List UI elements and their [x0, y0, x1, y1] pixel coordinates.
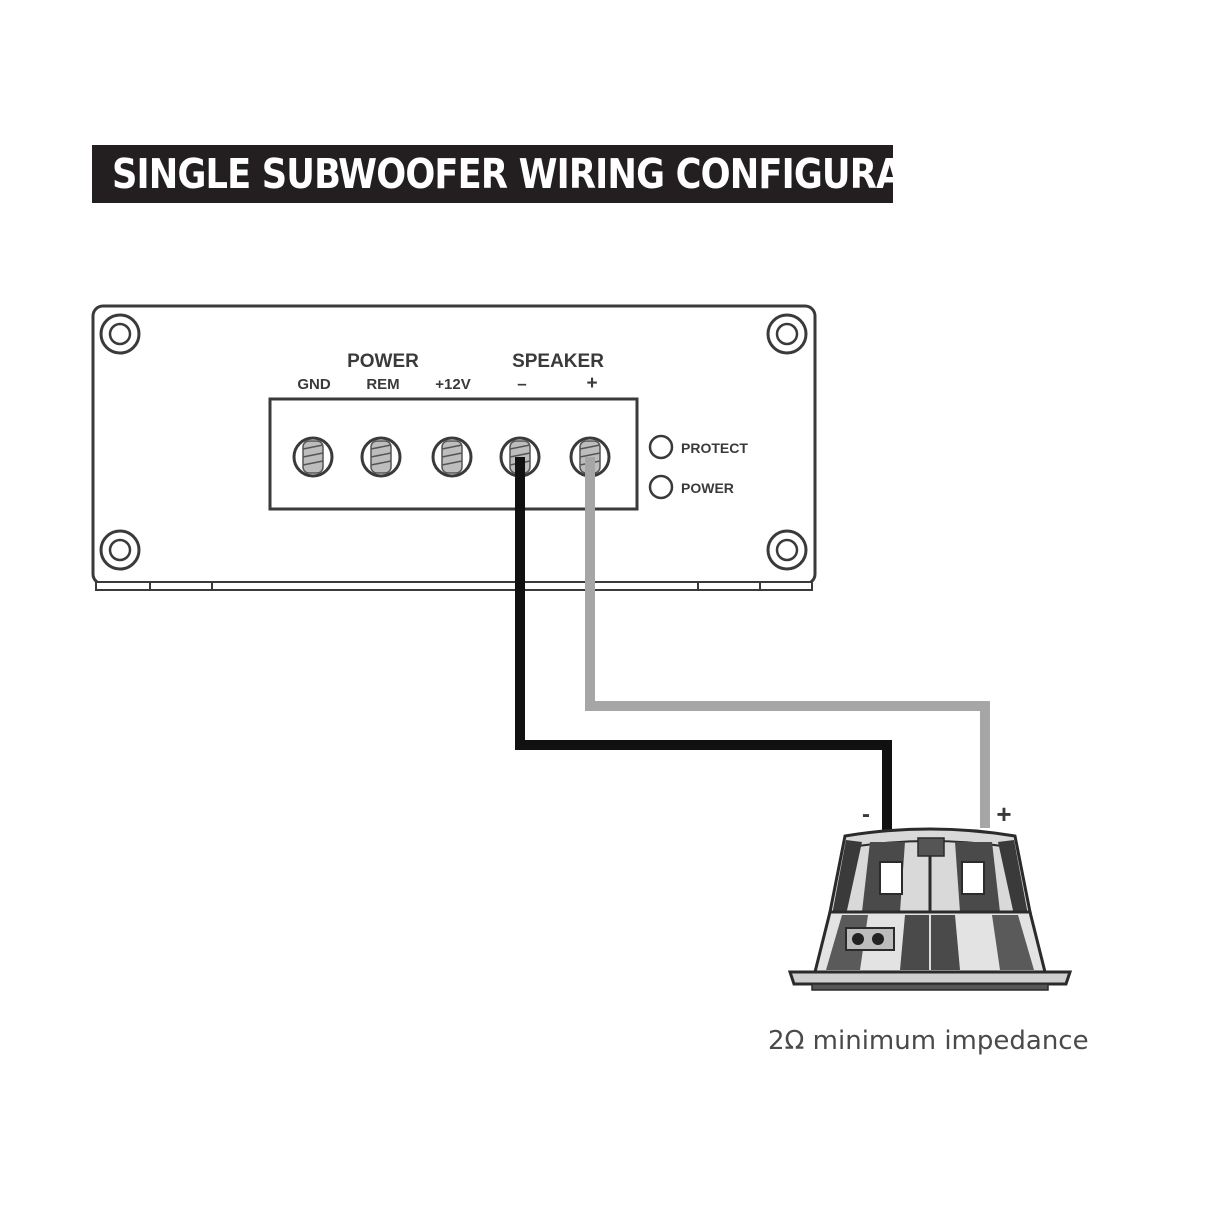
- terminal-label-rem: REM: [366, 376, 399, 393]
- terminal-label-gnd: GND: [297, 376, 331, 393]
- screw-icon: [766, 313, 808, 355]
- terminal-label-speaker-minus: –: [517, 374, 526, 393]
- diagram-title: SINGLE SUBWOOFER WIRING CONFIGURATION: [112, 150, 994, 198]
- protect-indicator-label: PROTECT: [681, 440, 748, 456]
- positive-speaker-wire: [585, 457, 990, 828]
- screw-icon: [99, 313, 141, 355]
- amplifier: POWER SPEAKER GND REM +12V – +: [91, 304, 817, 591]
- speaker-group-label: SPEAKER: [512, 351, 604, 372]
- terminal-label-12v: +12V: [435, 376, 470, 393]
- subwoofer-plus-label: +: [996, 799, 1011, 829]
- terminal-screw-icon: [360, 436, 402, 478]
- screw-icon: [766, 529, 808, 571]
- title-banner: SINGLE SUBWOOFER WIRING CONFIGURATION: [92, 145, 994, 203]
- screw-icon: [99, 529, 141, 571]
- protect-led-icon: [648, 434, 674, 460]
- terminal-label-speaker-plus: +: [586, 373, 597, 394]
- power-led-icon: [648, 474, 674, 500]
- impedance-caption: 2Ω minimum impedance: [768, 1026, 1089, 1056]
- subwoofer-minus-label: -: [862, 801, 870, 828]
- negative-speaker-wire: [515, 457, 892, 832]
- terminal-screw-icon: [431, 436, 473, 478]
- subwoofer: - +: [787, 799, 1073, 991]
- power-group-label: POWER: [347, 351, 419, 372]
- terminal-screw-icon: [292, 436, 334, 478]
- power-indicator-label: POWER: [681, 480, 734, 496]
